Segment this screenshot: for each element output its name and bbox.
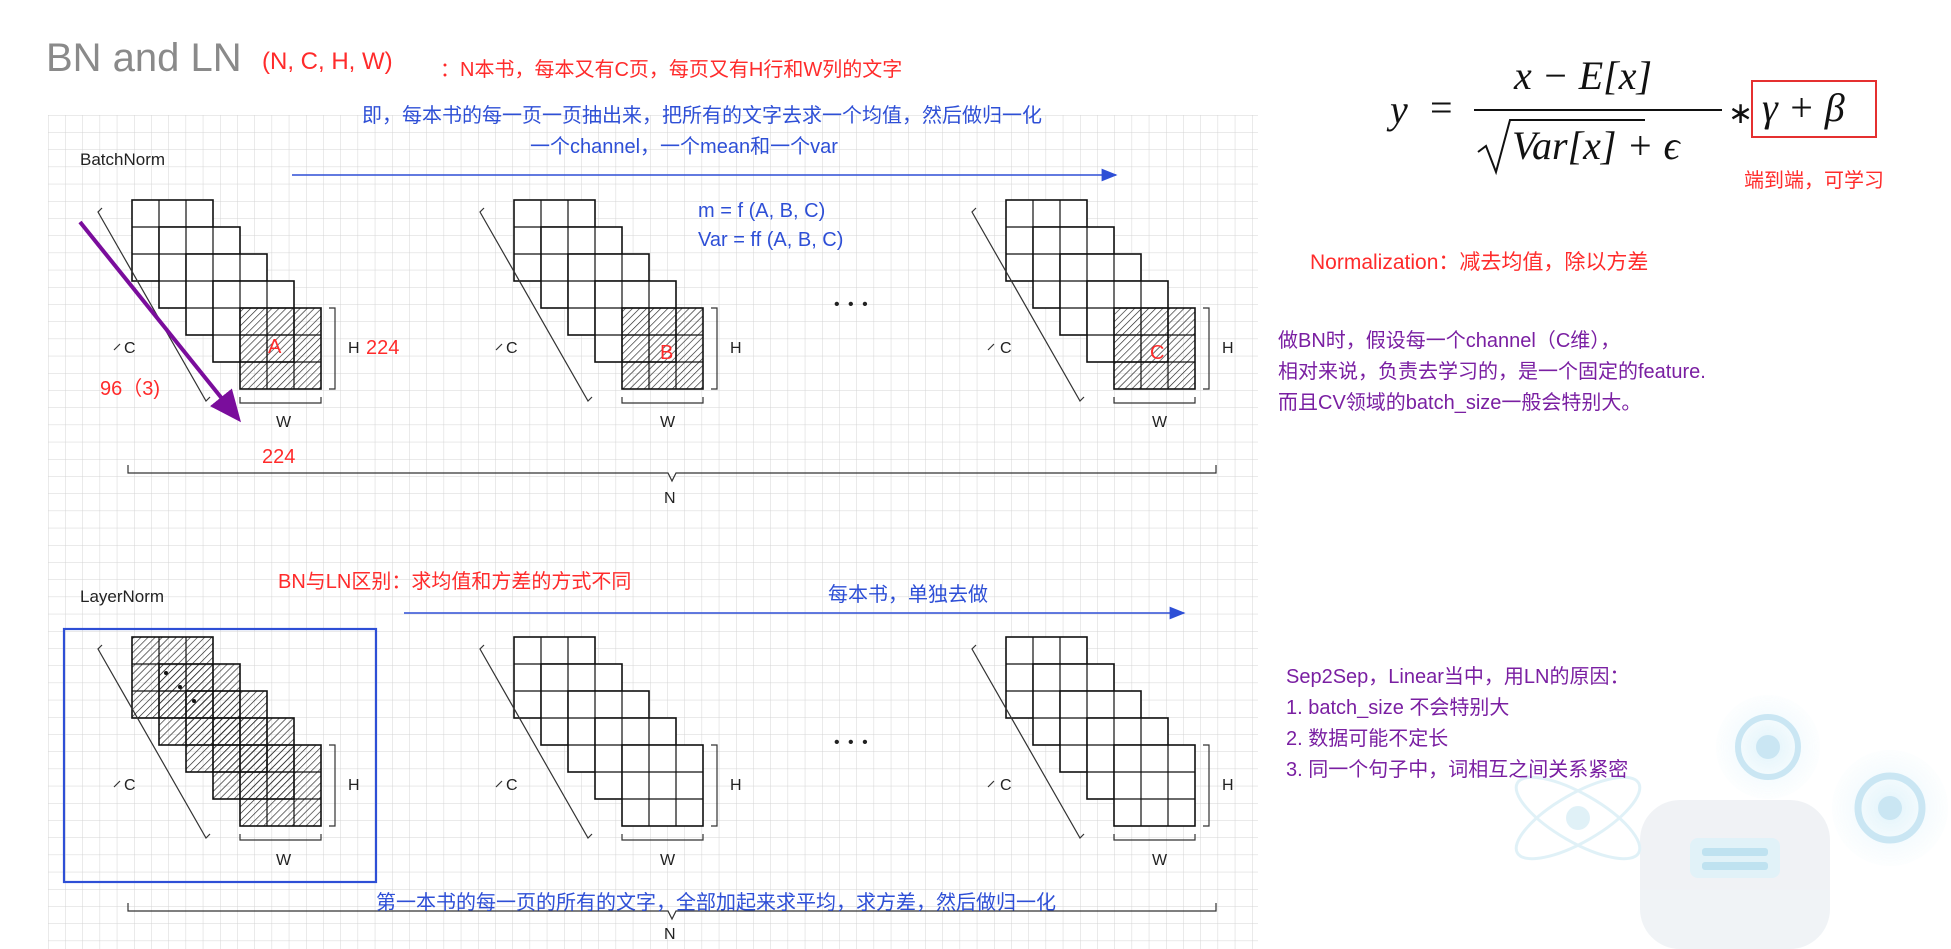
ln-c-axis-1: C bbox=[124, 777, 136, 794]
page-5 bbox=[239, 744, 322, 827]
bn-stack-a bbox=[97, 199, 336, 404]
bn-mean-equation: m = f (A, B, C) bbox=[698, 200, 826, 222]
bn-w-axis-c: W bbox=[1152, 414, 1168, 431]
formula-affine: γ + β bbox=[1762, 85, 1845, 130]
batchnorm-label: BatchNorm bbox=[80, 150, 166, 169]
ln-stack-1 bbox=[97, 636, 336, 841]
page-5 bbox=[621, 744, 704, 827]
bn-stack-b bbox=[479, 199, 718, 404]
bn-w-axis-b: W bbox=[660, 414, 676, 431]
ln-reason-line4: 3. 同一个句子中，词相互之间关系紧密 bbox=[1286, 759, 1629, 781]
bn-w-axis-a: W bbox=[276, 414, 292, 431]
page-5 bbox=[239, 307, 322, 390]
ln-h-axis-3: H bbox=[1222, 777, 1234, 794]
normalization-note: Normalization：减去均值，除以方差 bbox=[1310, 251, 1649, 274]
ln-highlight-box bbox=[62, 627, 378, 884]
ln-h-axis-2: H bbox=[730, 777, 742, 794]
formula-denominator: Var[x] + ϵ bbox=[1512, 123, 1680, 168]
layernorm-label: LayerNorm bbox=[80, 587, 165, 606]
bn-row bbox=[78, 168, 1217, 483]
ln-per-book-note: 每本书，单独去做 bbox=[828, 584, 988, 606]
bn-ln-difference-note: BN与LN区别：求均值和方差的方式不同 bbox=[278, 571, 632, 593]
formula-y: y bbox=[1390, 87, 1408, 132]
formula-times: ∗ bbox=[1728, 97, 1754, 130]
bn-h-axis-c: H bbox=[1222, 340, 1234, 357]
bn-stack-c bbox=[971, 199, 1210, 404]
bn-reason-line1: 做BN时，假设每一个channel（C维）， bbox=[1278, 330, 1621, 352]
bn-ellipsis: • • • bbox=[834, 296, 870, 313]
sqrt-sign-icon bbox=[1477, 119, 1645, 176]
ln-row bbox=[62, 606, 1217, 921]
ln-stack-2 bbox=[479, 636, 718, 841]
page-5 bbox=[1113, 307, 1196, 390]
robot-watermark-icon bbox=[1514, 695, 1948, 949]
ln-reason-line1: Sep2Sep，Linear当中，用LN的原因： bbox=[1286, 666, 1630, 688]
title-dims: (N, C, H, W) bbox=[262, 48, 393, 75]
bn-c-axis-a: C bbox=[124, 340, 136, 357]
page-5 bbox=[621, 307, 704, 390]
bn-description-line2: 一个channel，一个mean和一个var bbox=[530, 136, 838, 158]
page-5 bbox=[1113, 744, 1196, 827]
ln-ellipsis: • • • bbox=[834, 734, 870, 751]
bn-reason-line3: 而且CV领域的batch_size一般会特别大。 bbox=[1278, 392, 1642, 414]
bn-c-dimension: 96（3) bbox=[100, 378, 161, 400]
ln-w-axis-3: W bbox=[1152, 852, 1168, 869]
bn-reason-line2: 相对来说，负责去学习的，是一个固定的feature. bbox=[1278, 361, 1706, 383]
formula-equals: = bbox=[1430, 85, 1453, 130]
ln-c-axis-3: C bbox=[1000, 777, 1012, 794]
bn-c-axis-c: C bbox=[1000, 340, 1012, 357]
ln-n-brace bbox=[127, 903, 1217, 921]
bn-var-equation: Var = ff (A, B, C) bbox=[698, 229, 844, 251]
formula-numerator: x − E[x] bbox=[1514, 53, 1653, 98]
bn-h-axis-b: H bbox=[730, 340, 742, 357]
bn-h-dimension: 224 bbox=[366, 337, 400, 359]
bn-channel-arrow bbox=[78, 220, 242, 423]
ln-w-axis-2: W bbox=[660, 852, 676, 869]
ln-description: 第一本书的每一页的所有的文字，全部加起来求平均，求方差，然后做归一化 bbox=[376, 892, 1056, 914]
bn-n-brace bbox=[127, 465, 1217, 483]
bn-n-label: N bbox=[664, 490, 676, 507]
ln-reason-line2: 1. batch_size 不会特别大 bbox=[1286, 697, 1510, 719]
ln-h-axis-1: H bbox=[348, 777, 360, 794]
bn-channel-b-label: B bbox=[660, 342, 674, 364]
bn-description-line1: 即，每本书的每一页一页抽出来，把所有的文字去求一个均值，然后做归一化 bbox=[362, 105, 1042, 127]
ln-c-axis-2: C bbox=[506, 777, 518, 794]
ln-n-label: N bbox=[664, 926, 676, 943]
bn-channel-a-label: A bbox=[268, 336, 282, 358]
bn-channel-c-label: C bbox=[1150, 342, 1165, 364]
ln-w-axis-1: W bbox=[276, 852, 292, 869]
formula-note: 端到端，可学习 bbox=[1744, 170, 1884, 192]
page-title: BN and LN bbox=[46, 36, 242, 80]
bn-w-dimension: 224 bbox=[262, 446, 296, 468]
bn-c-axis-b: C bbox=[506, 340, 518, 357]
ln-stack-3 bbox=[971, 636, 1210, 841]
bn-h-axis-a: H bbox=[348, 340, 360, 357]
affine-highlight-box bbox=[1751, 80, 1877, 138]
title-description: ：N本书，每本又有C页，每页又有H行和W列的文字 bbox=[440, 59, 903, 81]
ln-reason-line3: 2. 数据可能不定长 bbox=[1286, 728, 1449, 750]
